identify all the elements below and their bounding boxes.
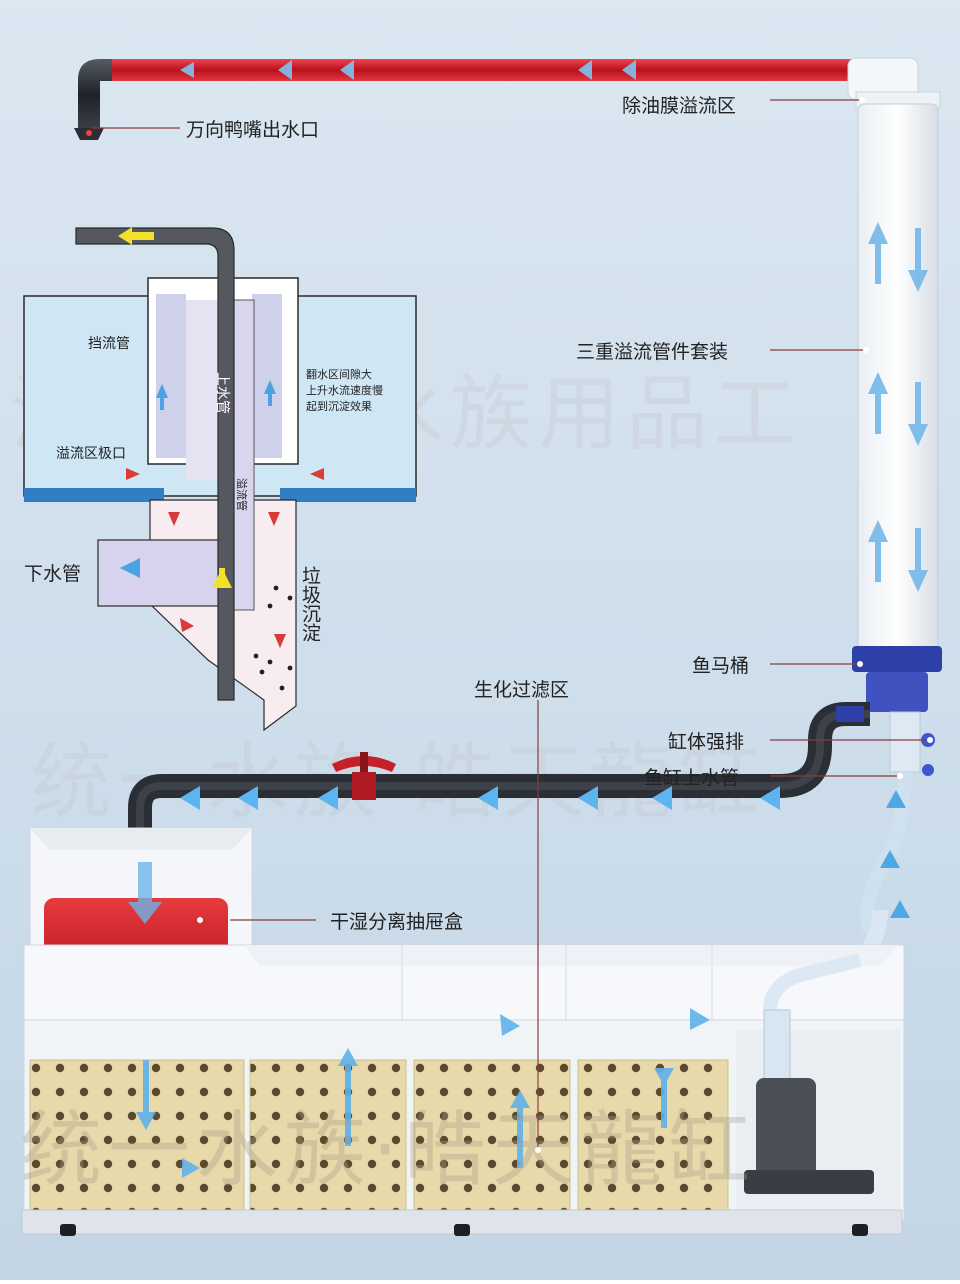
inset-note-2: 上升水流速度慢 (306, 383, 383, 397)
inset-drain-label: 下水管 (24, 563, 81, 585)
label-triple-overflow: 三重溢流管件套装 (576, 341, 728, 363)
inset-up-pipe-label: 上水管 (214, 372, 230, 414)
inset-sediment-label: 垃圾沉淀 (299, 566, 321, 642)
valve-icon (352, 772, 376, 800)
label-strong-drain: 缸体强排 (668, 731, 744, 753)
triple-overflow-column (776, 57, 942, 1018)
label-duckbill-outlet: 万向鸭嘴出水口 (186, 119, 319, 141)
overflow-cross-section: 挡流管 溢流区极口 下水管 上水管 溢流管 翻水区间隙大 上升水流速度慢 起到沉… (23, 227, 417, 732)
fish-toilet-icon (852, 646, 942, 672)
sump-tank (21, 827, 905, 1236)
inset-note-3: 起到沉淀效果 (306, 399, 372, 413)
return-pump-icon (756, 1078, 816, 1178)
inset-note-1: 翻水区间隙大 (306, 367, 372, 381)
label-return-pipe: 鱼缸上水管 (644, 767, 739, 789)
label-drawer: 干湿分离抽屉盒 (330, 911, 463, 933)
bio-media-block (249, 1059, 407, 1211)
label-bio-zone: 生化过滤区 (474, 679, 569, 701)
return-pipe-top (74, 59, 860, 140)
label-skimmer-zone: 除油膜溢流区 (622, 95, 736, 117)
bio-media-block (29, 1059, 245, 1211)
watermark-bottom: 统一水族·皓天龍缸 (20, 1103, 756, 1198)
bio-media-block (413, 1059, 571, 1211)
label-fish-toilet: 鱼马桶 (692, 655, 749, 677)
bio-media-block (577, 1059, 729, 1211)
inset-overflow-slot-label: 溢流区极口 (56, 446, 126, 462)
inset-baffle-label: 挡流管 (88, 336, 130, 352)
inset-overflow-pipe-label: 溢流管 (235, 478, 249, 511)
